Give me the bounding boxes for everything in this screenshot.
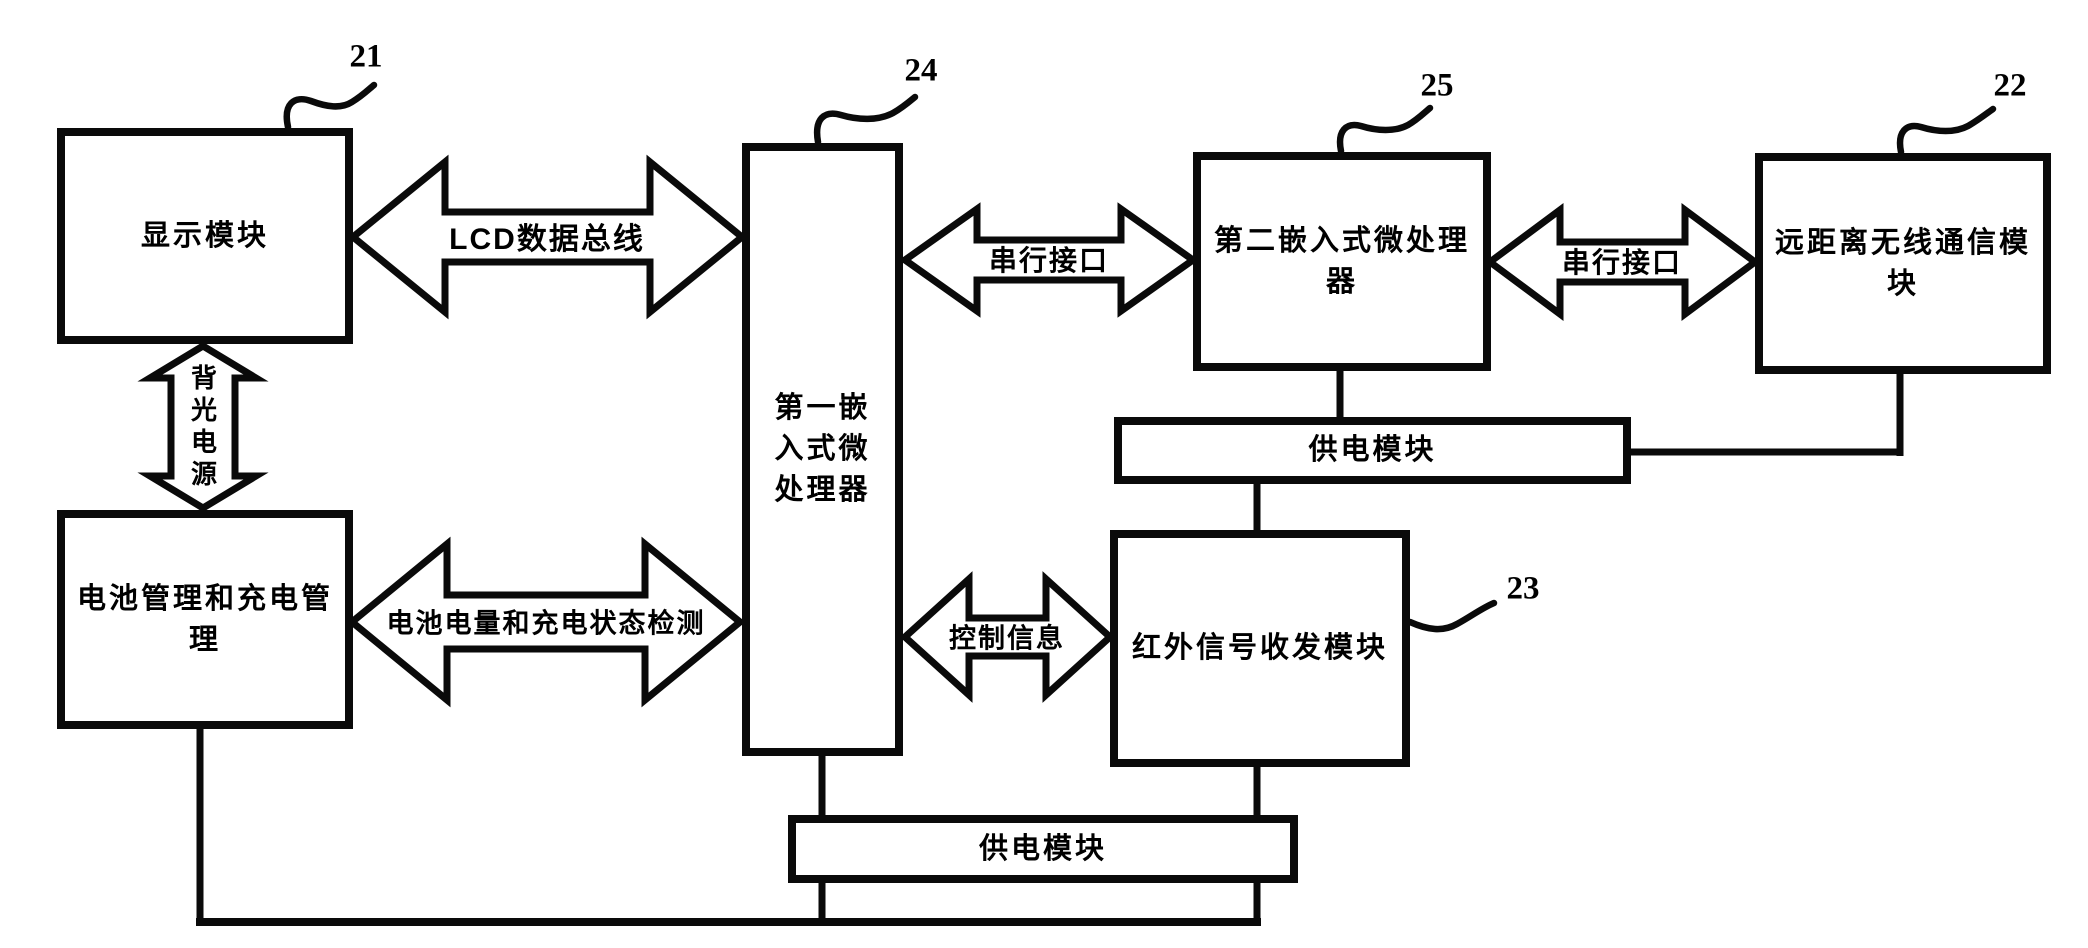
- ref-number-24: 24: [904, 52, 938, 89]
- leader-squiggles: [283, 81, 1997, 633]
- block-power-right-label: 供电模块: [1308, 434, 1437, 466]
- block-infrared-transceiver: 红外信号收发模块: [1110, 530, 1410, 767]
- block-mcu1-label: 第一嵌入式微处理器: [774, 392, 871, 506]
- leader-24: [813, 93, 919, 146]
- block-long-range-wireless: 远距离无线通信模块: [1755, 153, 2051, 374]
- label-control-info: 控制信息: [949, 623, 1065, 654]
- block-second-embedded-mcu: 第二嵌入式微处理器: [1193, 152, 1491, 371]
- leader-25: [1336, 104, 1434, 155]
- block-power-supply-right: 供电模块: [1114, 417, 1631, 484]
- label-serial-interface-2: 串行接口: [1561, 247, 1683, 278]
- block-power-bottom-label: 供电模块: [978, 832, 1107, 865]
- block-battery-label: 电池管理和充电管理: [76, 582, 333, 656]
- ref-number-21: 21: [349, 38, 383, 75]
- block-wireless-label: 远距离无线通信模块: [1774, 226, 2031, 300]
- ref-number-22: 22: [1993, 67, 2027, 104]
- label-serial-interface-1: 串行接口: [988, 245, 1110, 276]
- label-backlight-power: 背光电源: [187, 364, 218, 492]
- connector-lines: [196, 366, 1904, 926]
- bus-arrows: [137, 154, 1761, 708]
- block-power-supply-bottom: 供电模块: [788, 815, 1298, 883]
- block-display-label: 显示模块: [140, 219, 269, 252]
- block-mcu2-label: 第二嵌入式微处理器: [1213, 224, 1470, 298]
- arrow-backlight: [137, 341, 269, 513]
- leader-22: [1896, 105, 1997, 156]
- arrow-battery-status: [346, 536, 746, 708]
- block-battery-management: 电池管理和充电管理: [57, 510, 353, 729]
- ref-number-23: 23: [1506, 570, 1540, 607]
- ref-number-25: 25: [1420, 67, 1454, 104]
- leader-23: [1406, 599, 1498, 633]
- block-infrared-label: 红外信号收发模块: [1131, 632, 1388, 664]
- block-first-embedded-mcu: 第一嵌入式微处理器: [742, 143, 903, 756]
- leader-21: [283, 81, 378, 131]
- label-battery-status: 电池电量和充电状态检测: [386, 608, 706, 639]
- label-lcd-bus: LCD数据总线: [449, 223, 645, 256]
- block-display-module: 显示模块: [57, 128, 353, 344]
